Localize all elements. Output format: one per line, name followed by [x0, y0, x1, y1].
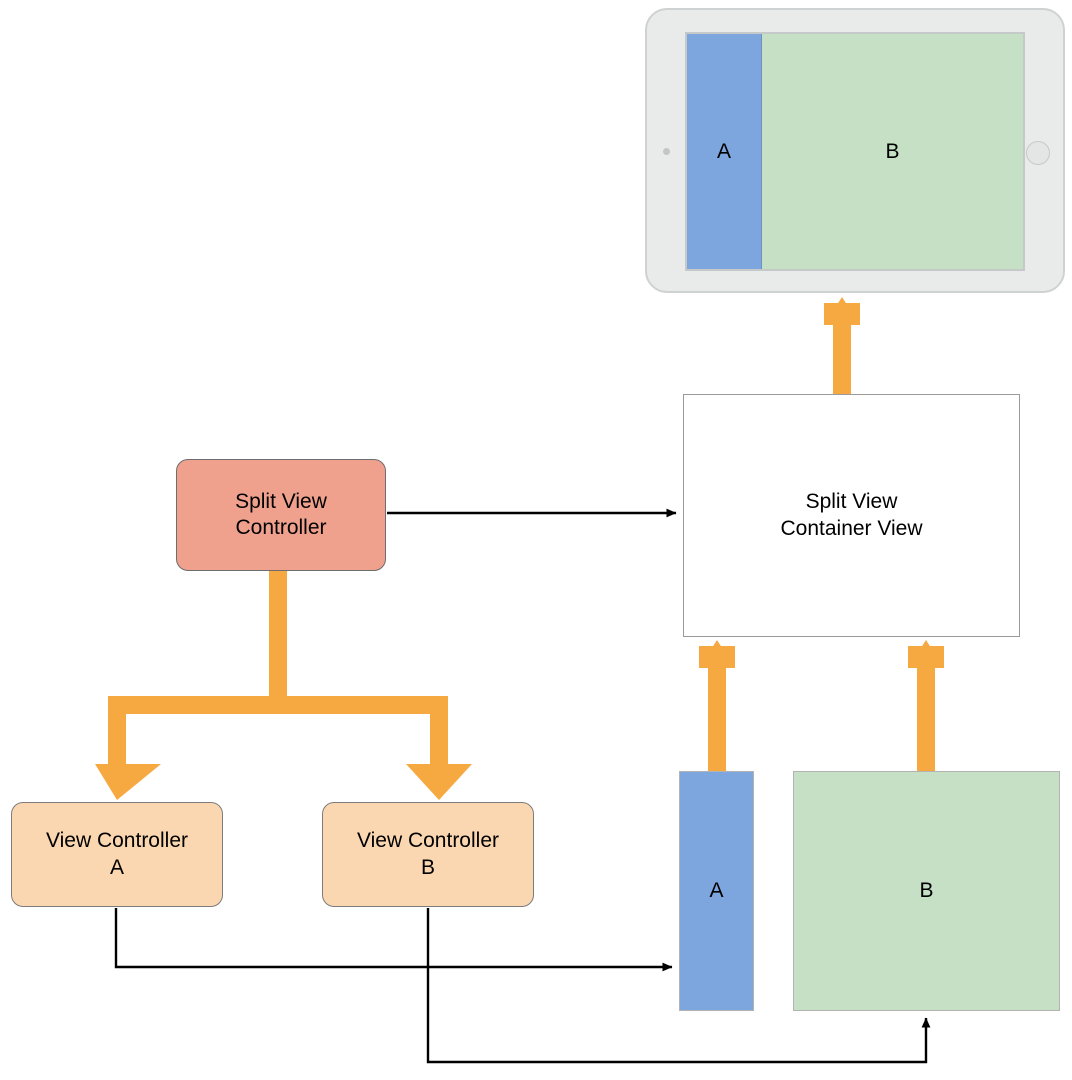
node-view-controller-b[interactable]: View Controller B — [322, 802, 534, 907]
tablet-pane-b: B — [762, 34, 1023, 269]
tablet-pane-a: A — [687, 34, 762, 269]
node-view-controller-a[interactable]: View Controller A — [11, 802, 223, 907]
edge-container-to-device — [824, 297, 860, 396]
edge-vca-to-view-a — [114, 908, 673, 972]
edge-view-a-to-container — [699, 640, 735, 773]
node-split-view-controller[interactable]: Split View Controller — [176, 459, 386, 571]
tablet-screen: A B — [685, 32, 1025, 271]
tablet-device: A B — [645, 8, 1065, 293]
edge-view-b-to-container — [908, 640, 944, 773]
node-view-b[interactable]: B — [793, 771, 1060, 1011]
home-button-icon[interactable] — [1026, 141, 1050, 165]
node-view-a[interactable]: A — [679, 771, 754, 1011]
edge-svc-to-view-controllers — [95, 570, 472, 800]
node-split-view-container-view[interactable]: Split View Container View — [683, 394, 1020, 637]
camera-icon — [663, 148, 670, 155]
